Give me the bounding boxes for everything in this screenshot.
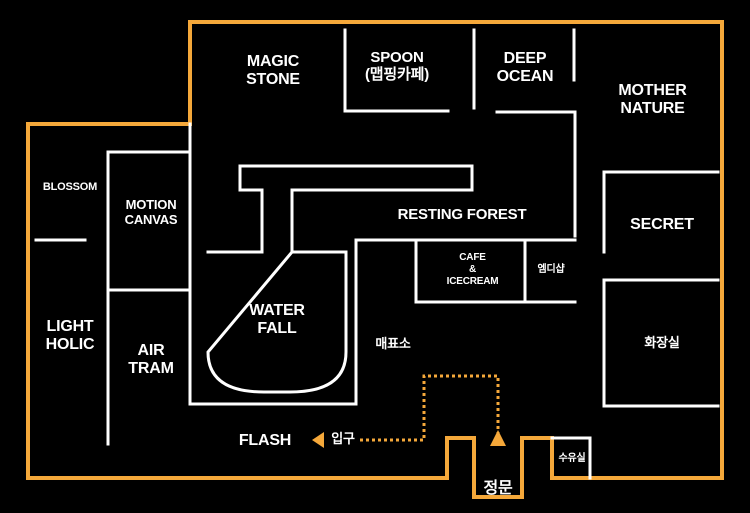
room-flash: FLASH: [238, 432, 292, 449]
room-deep-ocean: DEEP OCEAN: [496, 50, 554, 86]
room-ticket-office: 매표소: [375, 336, 411, 351]
room-blossom: BLOSSOM: [42, 181, 98, 193]
inner-walls: [34, 28, 720, 480]
triangle-up-icon: [490, 430, 506, 446]
wayfinding-path: [360, 374, 500, 442]
room-restroom: 화장실: [644, 335, 680, 350]
room-nursing-room: 수유실: [558, 453, 586, 464]
room-magic-stone: MAGIC STONE: [246, 53, 300, 89]
triangle-left-icon: [312, 432, 324, 448]
room-motion-canvas: MOTION CANVAS: [124, 197, 178, 227]
room-resting-forest: RESTING FOREST: [397, 206, 527, 223]
room-water-fall: WATER FALL: [249, 302, 305, 338]
room-light-holic: LIGHT HOLIC: [45, 318, 95, 354]
room-spoon: SPOON (맵핑카페): [365, 49, 429, 84]
room-mother-nature: MOTHER NATURE: [618, 82, 687, 118]
outer-wall: [26, 20, 724, 499]
room-secret: SECRET: [630, 216, 694, 233]
room-md-shop: 엠디샵: [537, 264, 565, 275]
main-gate-label: 정문: [483, 480, 513, 497]
entrance-label: 입구: [331, 431, 355, 446]
room-cafe-icecream: CAFE & ICECREAM: [446, 252, 499, 287]
room-air-tram: AIR TRAM: [128, 342, 174, 378]
